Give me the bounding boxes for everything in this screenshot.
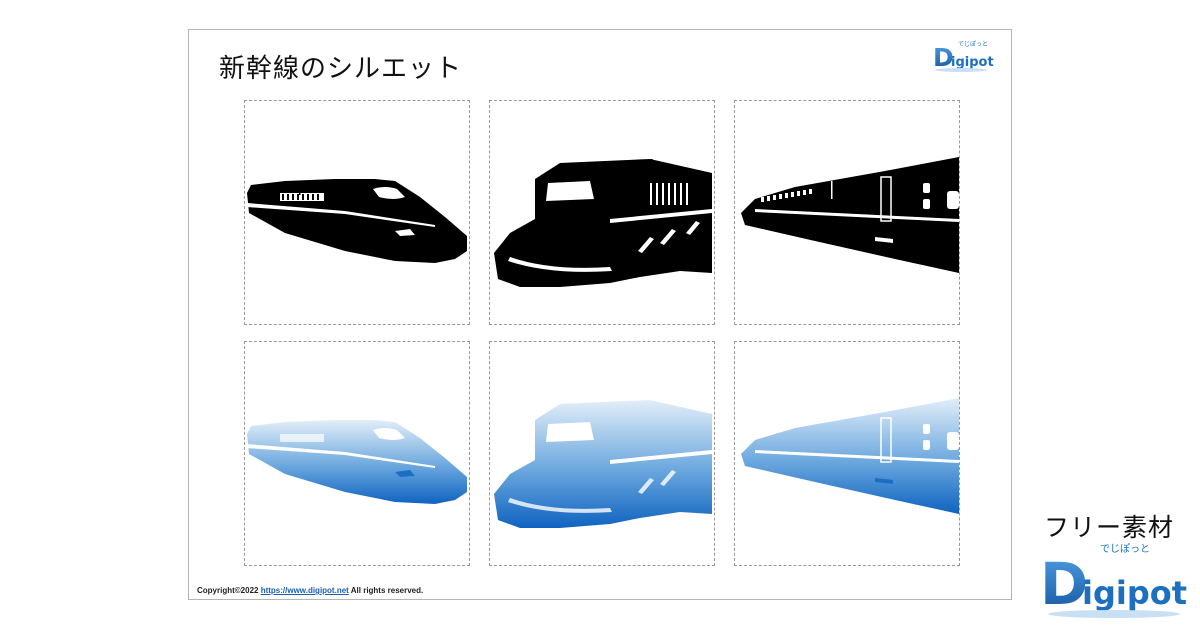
cell-nose-left-blue[interactable]	[244, 341, 470, 566]
logo-kana: でじぽっと	[958, 40, 988, 48]
logo-letter-d: D	[933, 43, 954, 72]
shinkansen-nose-blue	[247, 420, 467, 504]
cell-front-wide-black[interactable]	[489, 100, 715, 325]
free-material-label: フリー素材	[1044, 513, 1175, 542]
page-title: 新幹線のシルエット	[219, 54, 463, 84]
logo-swoosh-large	[1048, 610, 1180, 618]
shinkansen-front-silhouette	[494, 159, 712, 287]
logo-word: igipot	[951, 55, 994, 70]
cell-long-side-black[interactable]	[734, 100, 960, 325]
digipot-logo-large[interactable]: でじぽっと D igipot	[1040, 540, 1188, 622]
site-link[interactable]: https://www.digipot.net	[260, 586, 349, 595]
shinkansen-nose-silhouette	[247, 179, 467, 263]
copyright-text: Copyright©2022 https://www.digipot.net A…	[197, 586, 423, 595]
logo-letter-d-large: D	[1040, 550, 1088, 618]
logo-kana-large: でじぽっと	[1100, 543, 1150, 555]
shinkansen-side-silhouette	[741, 157, 959, 273]
material-sheet: 新幹線のシルエット でじぽっと D igipot	[188, 29, 1012, 600]
copyright-prefix: Copyright©2022	[197, 586, 261, 595]
shinkansen-side-blue	[741, 398, 959, 514]
shinkansen-front-blue	[494, 400, 712, 528]
cell-nose-left-black[interactable]	[244, 100, 470, 325]
cell-front-wide-blue[interactable]	[489, 341, 715, 566]
cell-long-side-blue[interactable]	[734, 341, 960, 566]
copyright-suffix: All rights reserved.	[348, 586, 424, 595]
logo-word-large: igipot	[1082, 574, 1187, 612]
logo-swoosh	[935, 68, 987, 72]
digipot-logo-small[interactable]: でじぽっと D igipot	[931, 36, 1001, 74]
